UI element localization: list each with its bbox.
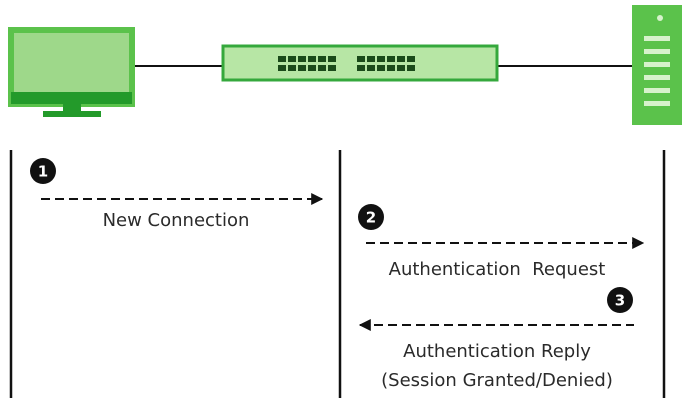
switch-ports xyxy=(278,56,415,71)
server-slot xyxy=(644,62,670,67)
step-1-number: 1 xyxy=(38,163,48,181)
switch-icon xyxy=(221,44,499,82)
step-3-sublabel: (Session Granted/Denied) xyxy=(381,370,613,391)
switch-port xyxy=(318,56,326,62)
server-slot xyxy=(644,36,670,41)
switch-port xyxy=(357,56,365,62)
server-slot xyxy=(644,75,670,80)
switch-port xyxy=(278,65,286,71)
switch-port xyxy=(377,65,385,71)
switch-port xyxy=(387,56,395,62)
switch-port xyxy=(288,56,296,62)
switch-port xyxy=(397,65,405,71)
switch-port xyxy=(407,56,415,62)
step-1: 1 New Connection xyxy=(30,158,324,231)
step-3-label: Authentication Reply xyxy=(403,341,591,362)
step-2-label: Authentication Request xyxy=(389,259,606,280)
switch-port xyxy=(298,56,306,62)
step-3: 3 Authentication Reply (Session Granted/… xyxy=(358,287,634,391)
switch-port xyxy=(308,56,316,62)
step-2-badge xyxy=(358,204,384,230)
switch-port xyxy=(308,65,316,71)
switch-port xyxy=(328,65,336,71)
server-slot xyxy=(644,88,670,93)
switch-port xyxy=(367,65,375,71)
computer-icon xyxy=(8,27,135,117)
step-2: 2 Authentication Request xyxy=(358,204,645,280)
switch-port xyxy=(278,56,286,62)
server-icon xyxy=(632,5,682,125)
switch-port xyxy=(357,65,365,71)
switch-port xyxy=(298,65,306,71)
step-2-number: 2 xyxy=(366,209,376,227)
server-slot xyxy=(644,101,670,106)
step-1-label: New Connection xyxy=(103,210,250,231)
step-3-badge xyxy=(607,287,633,313)
switch-port xyxy=(387,65,395,71)
switch-port xyxy=(328,56,336,62)
switch-port xyxy=(367,56,375,62)
server-slot xyxy=(644,49,670,54)
step-3-number: 3 xyxy=(615,292,625,310)
server-slots xyxy=(644,36,670,106)
step-1-badge xyxy=(30,158,56,184)
switch-port xyxy=(397,56,405,62)
switch-port xyxy=(318,65,326,71)
switch-port xyxy=(407,65,415,71)
switch-port xyxy=(377,56,385,62)
switch-port xyxy=(288,65,296,71)
